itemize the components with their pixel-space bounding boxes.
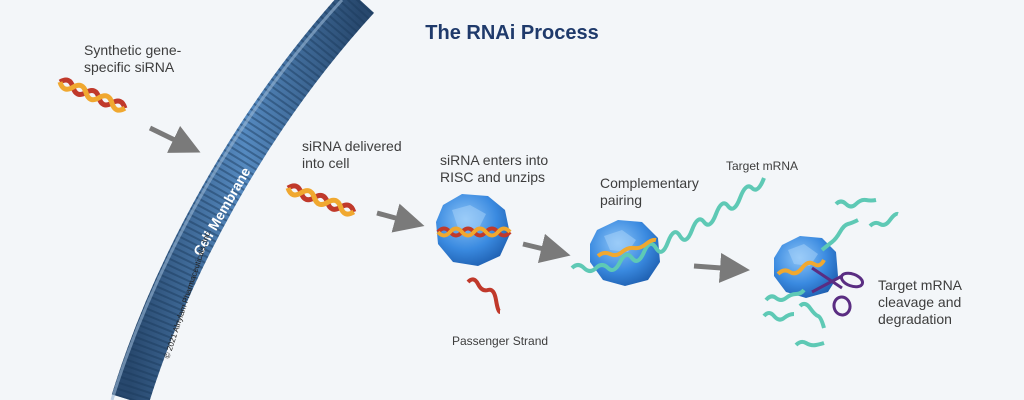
label-target-mrna: Target mRNA — [726, 159, 799, 173]
sirna-duplex-delivered — [285, 183, 357, 217]
sirna-duplex-synthetic — [57, 77, 128, 113]
mrna-fragments — [762, 197, 899, 348]
target-mrna-strand — [570, 177, 766, 273]
label-sirna-delivered: siRNA delivered into cell — [302, 138, 402, 171]
risc-complex-1 — [436, 194, 512, 266]
arrow-1 — [148, 125, 201, 153]
arrow-2 — [376, 203, 425, 233]
arrow-3 — [522, 233, 571, 264]
label-cleavage-degradation: Target mRNA cleavage and degradation — [878, 277, 963, 327]
label-complementary-pairing: Complementary pairing — [600, 175, 699, 208]
label-synthetic-sirna: Synthetic gene- specific siRNA — [84, 42, 182, 75]
label-passenger-strand: Passenger Strand — [452, 334, 549, 348]
page-title: The RNAi Process — [425, 22, 599, 44]
cell-membrane — [110, 0, 375, 400]
guide-strand-paired — [596, 237, 657, 258]
arrow-4 — [693, 252, 750, 283]
risc-complex-3 — [774, 236, 838, 298]
label-risc-unzips: siRNA enters into RISC and unzips — [440, 152, 549, 185]
scissors-icon — [811, 266, 865, 317]
passenger-strand — [466, 277, 501, 314]
